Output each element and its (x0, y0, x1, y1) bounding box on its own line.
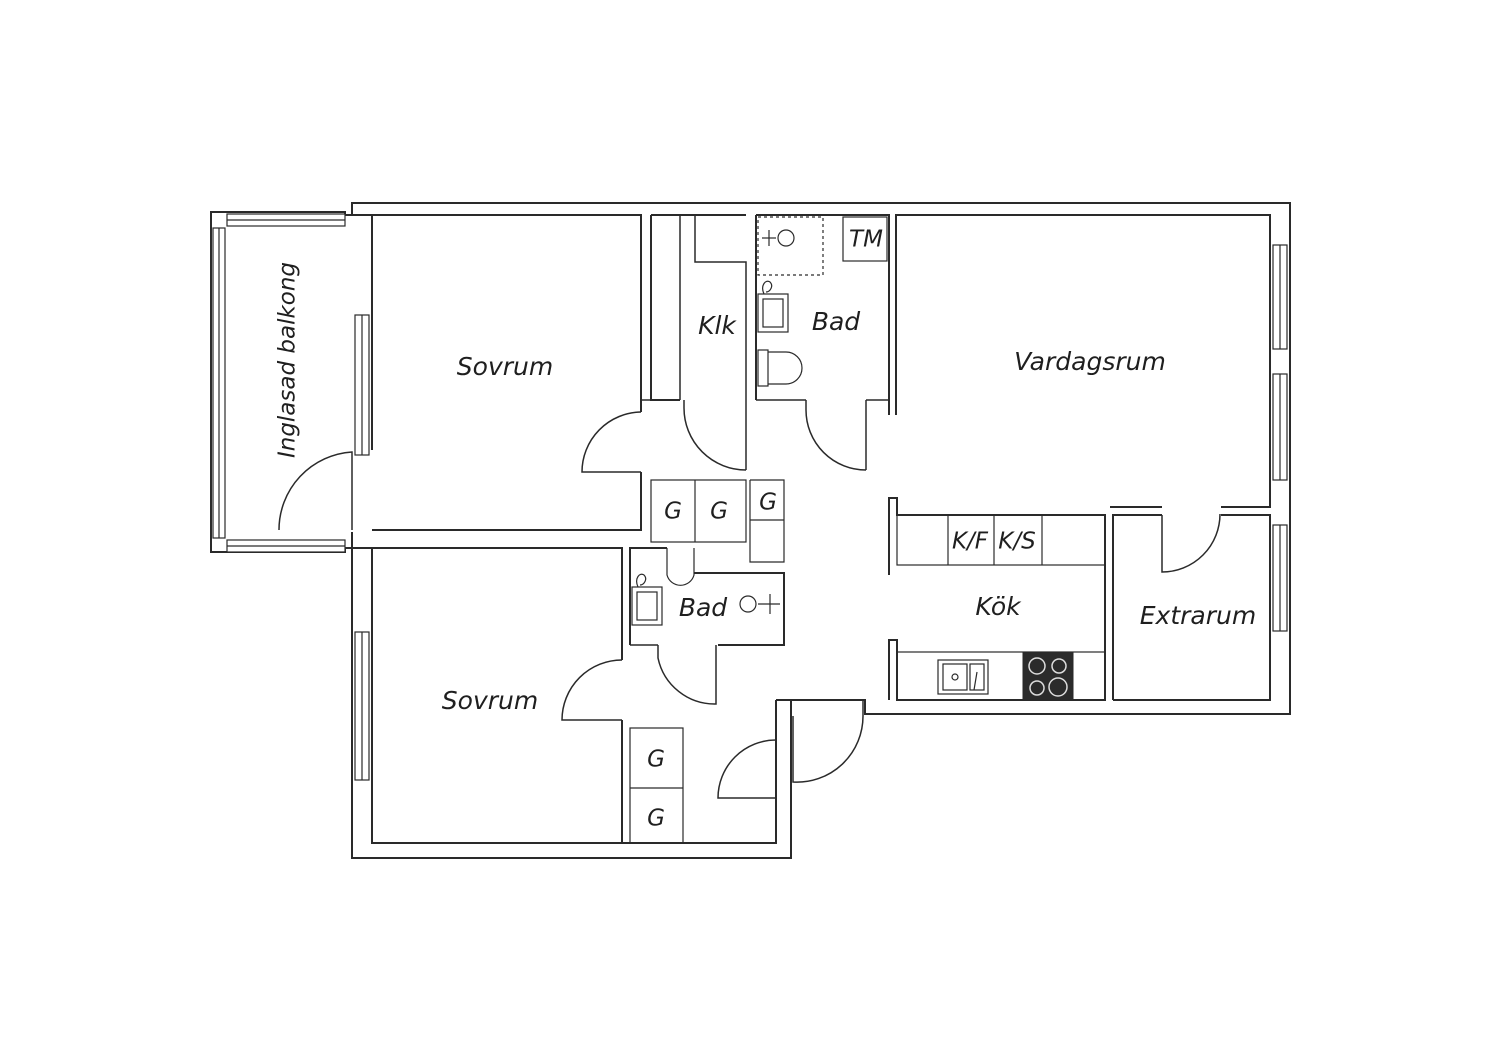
living-room: Vardagsrum (895, 214, 1271, 508)
wardrobe-label-1: G (664, 499, 682, 525)
windows (354, 244, 1288, 781)
hall-wardrobes-top: G G G (650, 479, 785, 563)
kitchen: K/F K/S Kök (888, 497, 1106, 701)
wardrobe-label-2: G (710, 499, 728, 525)
closet-label: Klk (698, 311, 737, 340)
laundry-label-top: TM (849, 227, 883, 253)
bedroom-bottom: Sovrum (372, 547, 623, 843)
bath-bottom-label: Bad (679, 593, 727, 622)
extra-room: Extrarum (1112, 513, 1271, 701)
hall-wardrobes-bottom: G G (629, 727, 684, 844)
kitchen-label: Kök (975, 592, 1022, 621)
entrance-door (717, 699, 864, 799)
bath-top: TM Bad (755, 214, 890, 471)
bedroom-bottom-label: Sovrum (442, 686, 538, 715)
bedroom-top: Sovrum (372, 214, 654, 531)
wardrobe-label-3: G (759, 490, 777, 516)
fridge-cooler-label: K/S (998, 529, 1035, 555)
balcony: Inglasad balkong (210, 211, 376, 553)
bedroom-top-label: Sovrum (457, 352, 553, 381)
wardrobe-label-4: G (647, 747, 665, 773)
bath-top-label: Bad (812, 307, 860, 336)
closet: Klk (650, 214, 747, 471)
wardrobe-label-5: G (647, 806, 665, 832)
bath-bottom: Bad (629, 547, 785, 705)
fridge-freezer-label: K/F (952, 529, 989, 555)
extra-room-label: Extrarum (1140, 601, 1256, 630)
living-room-label: Vardagsrum (1014, 347, 1166, 376)
balcony-label: Inglasad balkong (275, 262, 301, 458)
